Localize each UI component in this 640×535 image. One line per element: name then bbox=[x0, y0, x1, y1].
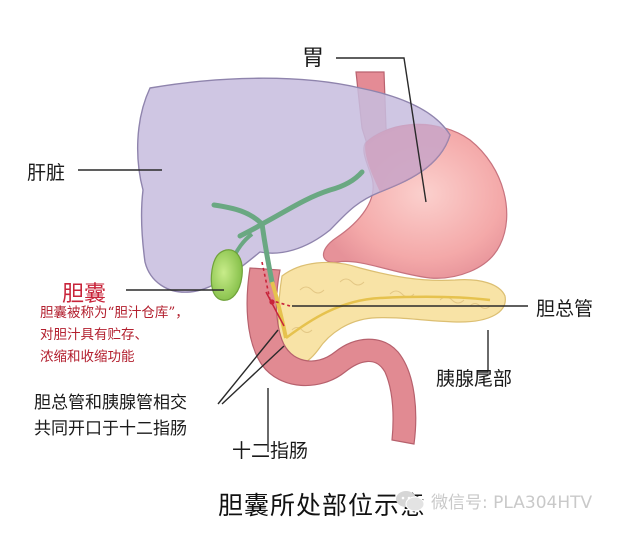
duodenum-shape bbox=[246, 267, 417, 445]
junction-note: 胆总管和胰腺管相交 共同开口于十二指肠 bbox=[34, 390, 187, 442]
watermark: 微信号: PLA304HTV bbox=[395, 488, 592, 513]
liver-label: 肝脏 bbox=[27, 162, 66, 184]
diagram-caption: 胆囊所处部位示意 bbox=[218, 491, 427, 520]
common-bile-duct-label: 胆总管 bbox=[536, 298, 594, 320]
gallbladder-note-line-1: 胆囊被称为“胆汁仓库”， bbox=[40, 305, 189, 321]
junction-leader-a bbox=[217, 329, 279, 405]
junction-note-line-1: 胆总管和胰腺管相交 bbox=[34, 393, 187, 413]
stomach-label: 胃 bbox=[302, 46, 325, 71]
gallbladder-note: 胆囊被称为“胆汁仓库”， 对胆汁具有贮存、 浓缩和收缩功能 bbox=[40, 302, 189, 368]
gallbladder-label: 胆囊 bbox=[62, 282, 107, 307]
bile-duct-tree bbox=[211, 169, 365, 285]
gallbladder-note-line-2: 对胆汁具有贮存、 bbox=[40, 327, 148, 343]
ampulla-marker bbox=[261, 261, 291, 307]
pancreas-tail-label: 胰腺尾部 bbox=[436, 368, 513, 390]
junction-leader-b bbox=[221, 345, 285, 405]
ampulla-arrow bbox=[265, 291, 285, 327]
liver-shape bbox=[137, 77, 451, 293]
pancreatic-duct-path bbox=[285, 295, 491, 340]
duodenum-label: 十二指肠 bbox=[232, 440, 309, 462]
watermark-text: 微信号: PLA304HTV bbox=[431, 493, 593, 513]
stomach-leader bbox=[336, 57, 427, 203]
pancreas-tail-leader bbox=[478, 330, 489, 373]
common-bile-duct-path bbox=[270, 281, 288, 339]
leader-lines bbox=[78, 57, 528, 452]
wechat-icon bbox=[396, 490, 425, 511]
gallbladder-shape bbox=[210, 249, 243, 301]
gallbladder-note-line-3: 浓缩和收缩功能 bbox=[40, 349, 135, 365]
stomach-overlap-shade bbox=[365, 123, 450, 192]
junction-note-line-2: 共同开口于十二指肠 bbox=[34, 419, 187, 439]
